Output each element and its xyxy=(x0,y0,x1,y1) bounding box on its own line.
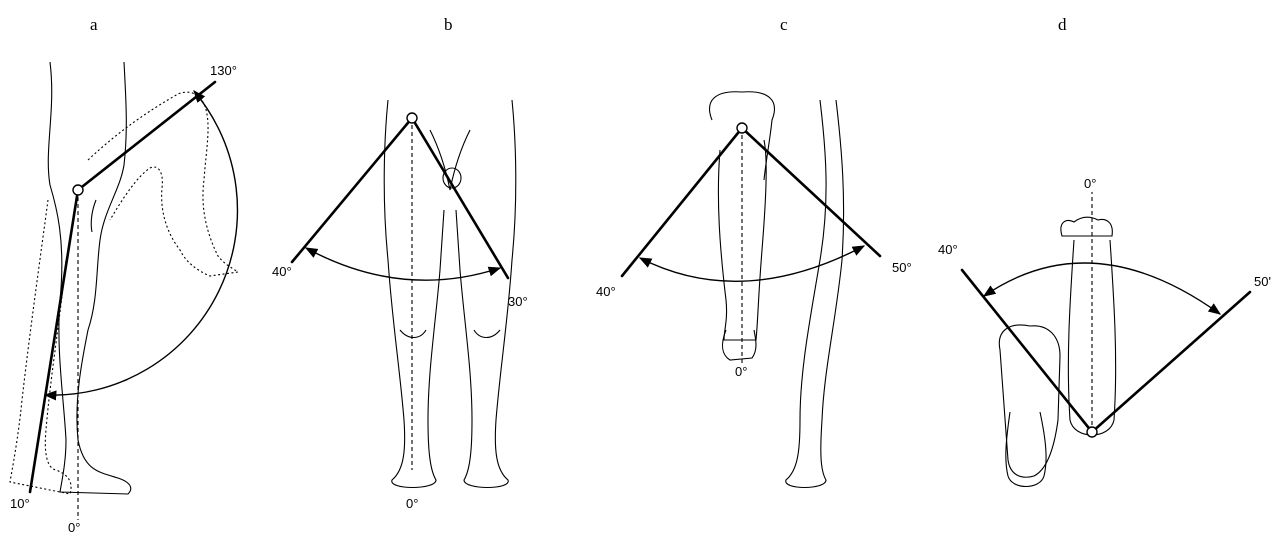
range-arc-c xyxy=(640,246,864,281)
extension-line-10 xyxy=(30,190,78,492)
range-arc-b xyxy=(306,248,500,280)
angle-label-c-50: 50° xyxy=(892,260,912,275)
pivot-c xyxy=(737,123,747,133)
angle-label-b-30: 30° xyxy=(508,294,528,309)
pivot-a xyxy=(73,185,83,195)
angle-label-d-0: 0° xyxy=(1084,176,1096,191)
flexion-line-130 xyxy=(78,82,215,190)
pivot-d xyxy=(1087,427,1097,437)
range-arc-a xyxy=(45,91,237,395)
panel-label-c: c xyxy=(780,15,788,34)
leg-outline-c-right xyxy=(786,100,844,488)
range-arc-d xyxy=(984,263,1220,314)
angle-label-a-0: 0° xyxy=(68,520,80,535)
extended-leg-ghost xyxy=(10,200,71,494)
angle-label-b-40: 40° xyxy=(272,264,292,279)
foot-d xyxy=(1061,217,1112,236)
panel-b: b 40° 30° 0° xyxy=(272,15,528,511)
angle-label-b-0: 0° xyxy=(406,496,418,511)
foot-c xyxy=(723,330,756,360)
angle-label-a-130: 130° xyxy=(210,63,237,78)
panel-d: d 0° 40° 50' xyxy=(938,15,1271,487)
panel-label-d: d xyxy=(1058,15,1067,34)
knee-b-right xyxy=(474,330,500,338)
rotation-line-40 xyxy=(622,128,742,276)
panel-c: c 40° 50° 0° xyxy=(596,15,912,488)
panel-label-a: a xyxy=(90,15,98,34)
pivot-b xyxy=(407,113,417,123)
other-foot-d xyxy=(1006,412,1046,487)
panel-a: a 130° 10° 0° xyxy=(10,15,238,535)
body-outline-b-right xyxy=(456,100,516,488)
thigh-d xyxy=(999,325,1060,477)
flexed-leg-ghost xyxy=(88,92,238,276)
panel-label-b: b xyxy=(444,15,453,34)
knee-b-left xyxy=(400,330,426,338)
knee-crease-a xyxy=(91,200,96,232)
angle-label-c-0: 0° xyxy=(735,364,747,379)
leg-outline-a xyxy=(48,62,130,494)
angle-label-c-40: 40° xyxy=(596,284,616,299)
angle-label-a-10: 10° xyxy=(10,496,30,511)
angle-label-d-40: 40° xyxy=(938,242,958,257)
abduction-line-40 xyxy=(292,118,412,262)
adduction-line-30 xyxy=(412,118,508,278)
angle-label-d-50: 50' xyxy=(1254,274,1271,289)
rotation-line-d-40 xyxy=(962,270,1092,432)
